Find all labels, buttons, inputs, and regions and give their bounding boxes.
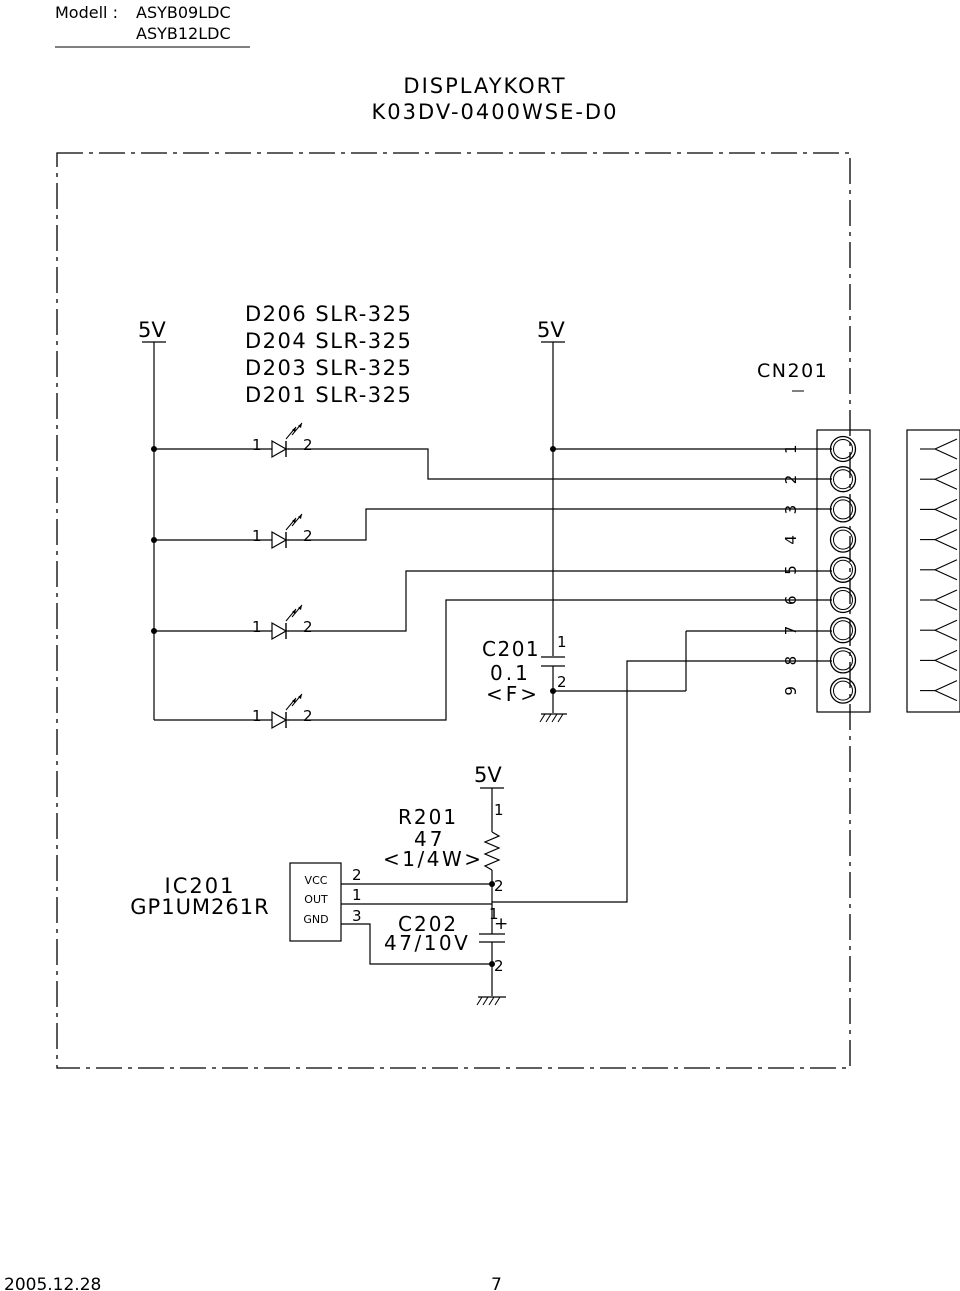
wire-led1-cn2: [288, 448, 832, 480]
cn201-pin: 8: [782, 647, 958, 674]
led-group: [154, 448, 272, 721]
ground-symbol: [476, 996, 506, 1006]
supply-bottom-label: 5V: [474, 763, 502, 787]
led-pin2: 2: [303, 436, 313, 454]
led-pin1: 1: [252, 618, 262, 636]
cn201-pin-label: 3: [782, 505, 800, 515]
cn201-name: CN201: [757, 360, 828, 382]
cn201-pin-label: 8: [782, 656, 800, 666]
junction-dot: [489, 881, 495, 887]
r201-name: R201: [398, 805, 458, 829]
cn201-pins: 1 2 3 4 5 6 7 8 9: [782, 435, 958, 704]
supply-left-label: 5V: [138, 318, 166, 342]
cn201-pin: 7: [782, 617, 958, 644]
c201-pin1: 1: [557, 633, 567, 651]
c202-plus: +: [494, 914, 508, 934]
led-list-2: D204 SLR-325: [245, 329, 412, 353]
ground-symbol: [539, 713, 567, 723]
junction-dot: [489, 961, 495, 967]
ic-pin-vcc: 2: [352, 866, 362, 884]
supply-mid-label: 5V: [537, 318, 565, 342]
led-pin1: 1: [252, 527, 262, 545]
ic-out-label: OUT: [304, 893, 328, 906]
model-1: ASYB09LDC: [136, 3, 231, 22]
ic-pin-out: 1: [352, 886, 362, 904]
cn201-pin-label: 7: [782, 626, 800, 636]
led-pin2: 2: [303, 527, 313, 545]
footer-page: 7: [491, 1275, 502, 1291]
cn201-pin-label: 2: [782, 475, 800, 485]
ic-body: [289, 862, 342, 942]
cn201-pin-label: 9: [782, 686, 800, 696]
led-pin1: 1: [252, 707, 262, 725]
led-list-4: D201 SLR-325: [245, 383, 412, 407]
c201-pin2: 2: [557, 673, 567, 691]
r201-value: 47: [414, 827, 445, 851]
wire-led2-cn3: [288, 508, 832, 541]
r201-rating: <1/4W>: [383, 847, 483, 871]
cn201-body: [816, 429, 871, 713]
cn201-pin: 6: [782, 586, 958, 614]
cn201-pin-label: 6: [782, 595, 800, 605]
c202-name: C202: [398, 912, 458, 936]
c202-value: 47/10V: [384, 931, 470, 955]
cn201-pin-label: 5: [782, 565, 800, 575]
wire-led4-cn6: [288, 599, 832, 721]
c201-value: 0.1: [490, 661, 531, 685]
cn201-pin-label: 4: [782, 535, 800, 545]
model-2: ASYB12LDC: [136, 24, 231, 43]
cn201-pin: 3: [782, 496, 958, 523]
cn201-pin-label: 1: [782, 444, 800, 454]
c202-pin2: 2: [494, 957, 504, 975]
cn201-pin: 1: [782, 435, 958, 463]
ic-name: IC201: [165, 874, 236, 898]
ic-gnd-label: GND: [303, 913, 328, 926]
ic-part: GP1UM261R: [130, 895, 269, 919]
r201-pin1: 1: [494, 801, 504, 819]
r201-body: [483, 831, 501, 871]
cn201-pin: 5: [782, 556, 958, 583]
r201-pin2: 2: [494, 877, 504, 895]
led-pin2: 2: [303, 707, 313, 725]
title-line2: K03DV-0400WSE-D0: [372, 100, 619, 124]
wire-led3-cn5: [288, 570, 832, 632]
cn201-mate: [906, 429, 960, 713]
led-pin1: 1: [252, 436, 262, 454]
cn201-pin: 2: [782, 466, 958, 493]
cn201-pin: 9: [782, 677, 958, 704]
title-line1: DISPLAYKORT: [403, 74, 566, 98]
ic-pin-gnd: 3: [352, 907, 362, 925]
footer-date: 2005.12.28: [4, 1275, 101, 1291]
c201-name: C201: [482, 637, 540, 661]
cn201-pin: 4: [782, 526, 958, 553]
c201-unit: <F>: [486, 682, 540, 706]
led-list-3: D203 SLR-325: [245, 356, 412, 380]
model-label: Modell :: [55, 3, 118, 22]
ic-vcc-label: VCC: [305, 874, 328, 887]
c202-pin1: 1: [489, 905, 499, 923]
wire-gnd-ic: [341, 923, 492, 965]
wire-ir-out-cn8: [492, 660, 832, 903]
led-pin2: 2: [303, 618, 313, 636]
led-list-1: D206 SLR-325: [245, 302, 412, 326]
